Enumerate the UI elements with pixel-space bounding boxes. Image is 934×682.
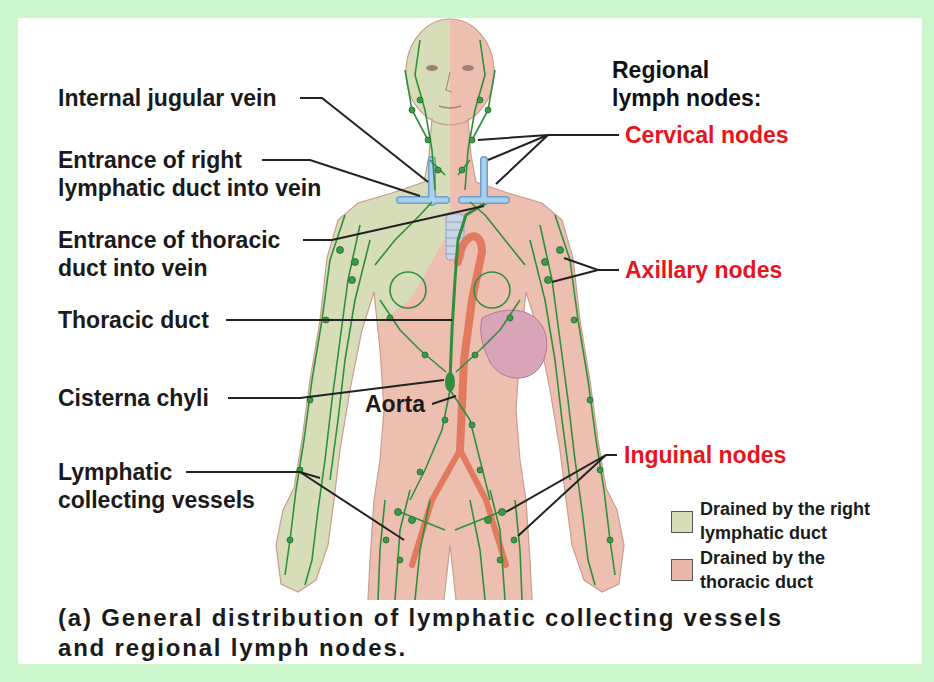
lymph-node	[383, 537, 389, 543]
thoracic-duct	[450, 204, 484, 380]
part-label: Entrance of thoracic duct into vein	[58, 226, 308, 282]
lymph-node	[422, 352, 428, 358]
leader-line	[303, 206, 484, 240]
lymph-node	[409, 107, 415, 113]
aorta-vessel	[458, 236, 482, 450]
part-label: Internal jugular vein	[58, 84, 358, 112]
mouth	[439, 106, 461, 108]
lymph-node	[469, 137, 475, 143]
lymph-node	[571, 317, 577, 323]
lymph-vessel	[430, 160, 470, 175]
frame-panel	[18, 18, 922, 664]
lymph-node	[499, 509, 506, 516]
lymph-vessel	[285, 215, 345, 575]
lymph-vessel	[465, 40, 485, 190]
leader-line	[478, 135, 619, 184]
lymph-node	[459, 167, 465, 173]
right-duct-region	[0, 0, 450, 682]
lymph-node	[597, 467, 603, 473]
lymph-vessel	[378, 490, 430, 600]
lymph-vessel	[472, 70, 495, 140]
lymph-vessel	[415, 40, 435, 190]
lymph-vessel	[456, 300, 520, 372]
leader-line	[226, 319, 452, 321]
lymph-node	[287, 537, 293, 543]
lymph-node	[417, 469, 423, 475]
lymph-node	[607, 537, 613, 543]
eye	[426, 65, 438, 71]
lymph-node	[477, 467, 483, 473]
leader-lines	[186, 98, 619, 540]
lymph-node	[542, 259, 549, 266]
leader-line	[552, 258, 619, 282]
lymph-vessel	[330, 240, 370, 480]
lymph-node	[337, 247, 344, 254]
lymph-node	[409, 517, 416, 524]
lymph-node	[587, 397, 593, 403]
lymph-vessel	[470, 202, 525, 265]
legend-swatch	[671, 559, 693, 581]
lymph-vessel	[405, 70, 428, 140]
legend-text: Drained by the thoracic duct	[700, 546, 890, 594]
part-label: Aorta	[365, 390, 445, 418]
stomach	[481, 310, 547, 378]
head-outline	[406, 19, 494, 125]
lymph-node	[557, 247, 564, 254]
node-group-label: Axillary nodes	[625, 256, 865, 284]
lymph-node	[545, 277, 552, 284]
lymph-node	[349, 277, 356, 284]
lymph-node	[435, 167, 441, 173]
part-label: Lymphatic collecting vessels	[58, 458, 268, 514]
lymph-vessel	[305, 225, 360, 585]
lymph-node	[485, 107, 491, 113]
lymph-node	[417, 97, 423, 103]
lymph-node	[477, 97, 483, 103]
lymph-vessel	[380, 300, 446, 372]
body	[0, 0, 624, 682]
group-heading: Regional lymph nodes:	[612, 56, 772, 112]
part-label: Thoracic duct	[58, 306, 318, 334]
leader-line	[300, 98, 428, 182]
lymph-vessel	[375, 202, 432, 265]
lymph-node	[397, 557, 403, 563]
lymph-node	[507, 315, 513, 321]
lymph-node	[472, 352, 478, 358]
cisterna-chyli	[445, 372, 455, 392]
lymph-vessel	[530, 240, 570, 480]
lymph-node	[485, 517, 492, 524]
lymph-node	[442, 417, 448, 423]
part-label: Entrance of right lymphatic duct into ve…	[58, 146, 338, 202]
lymph-vessel	[450, 390, 490, 500]
node-group-label: Cervical nodes	[625, 121, 865, 149]
lymph-vessel	[395, 510, 505, 530]
lymph-vessel	[540, 225, 595, 585]
lymph-node	[511, 537, 517, 543]
lymph-node	[395, 509, 402, 516]
lymph-node	[425, 137, 431, 143]
body-outline	[276, 118, 624, 600]
lymph-node	[469, 422, 475, 428]
figure-caption: (a) General distribution of lymphatic co…	[58, 603, 828, 663]
nose	[446, 72, 452, 92]
part-label: Cisterna chyli	[58, 384, 258, 412]
leader-line	[506, 455, 617, 536]
legend-swatch	[671, 511, 693, 533]
lymph-node	[352, 259, 359, 266]
lymph-node	[497, 557, 503, 563]
leader-line	[432, 396, 456, 404]
eye	[462, 65, 474, 71]
node-group-label: Inguinal nodes	[624, 441, 864, 469]
breast-vessel-ring	[474, 272, 510, 308]
legend-text: Drained by the right lymphatic duct	[700, 497, 890, 545]
breast-vessel-ring	[390, 272, 426, 308]
